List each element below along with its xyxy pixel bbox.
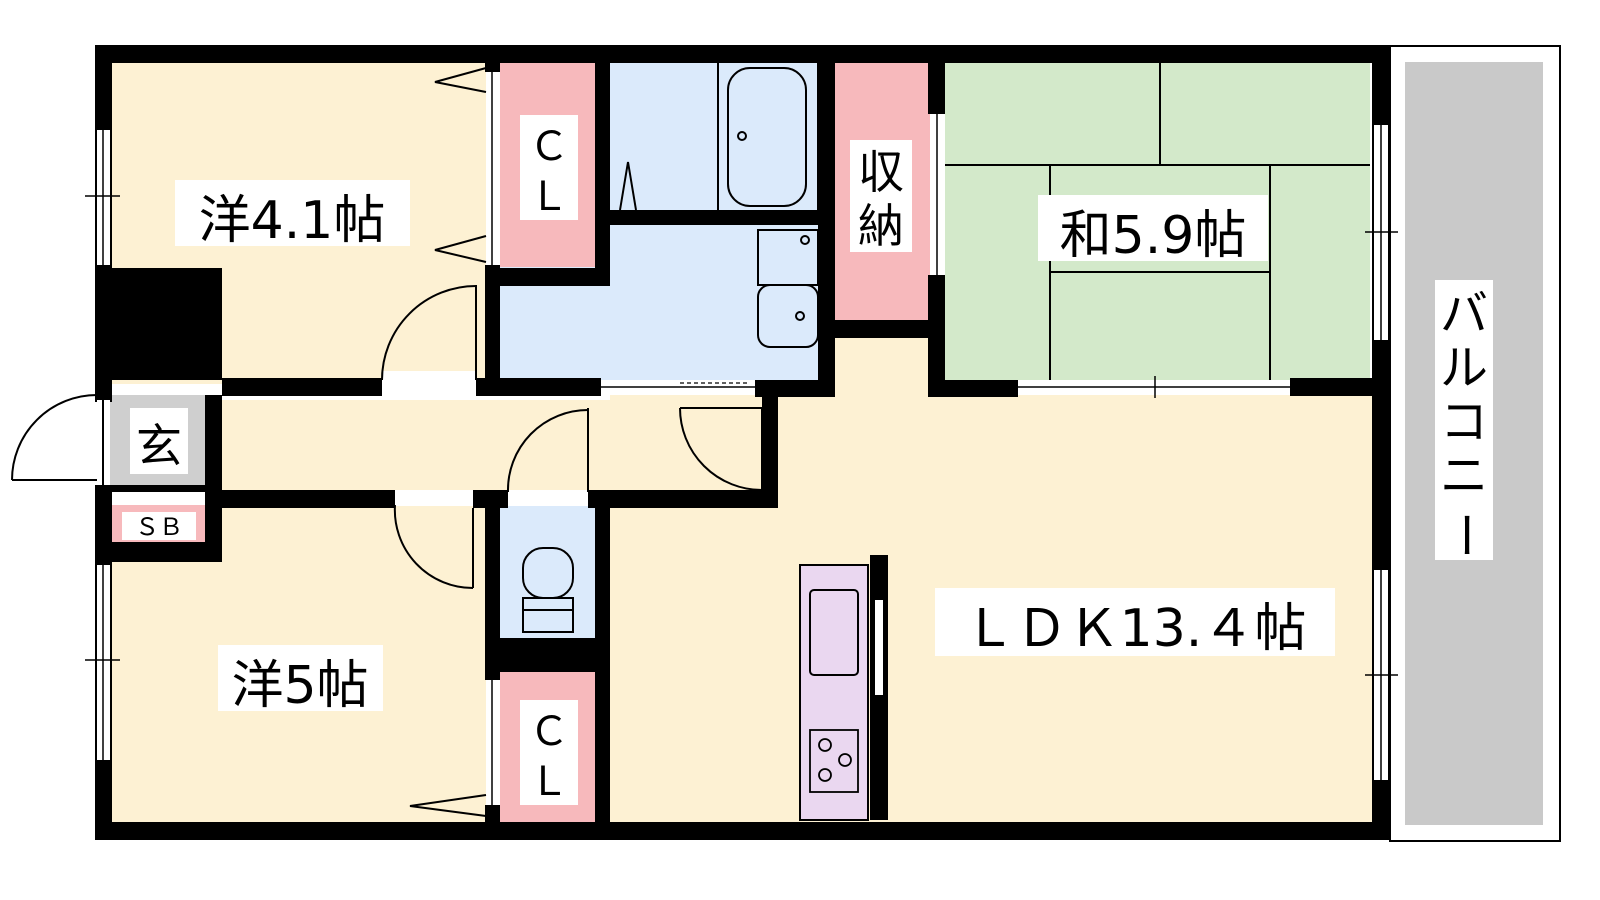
balcony-label-4: ニ xyxy=(1440,448,1488,504)
balcony xyxy=(1389,45,1561,842)
doors xyxy=(11,67,763,817)
balcony-label-3: コ xyxy=(1440,394,1488,450)
balcony-label-1: バ xyxy=(1440,286,1488,342)
windows xyxy=(85,114,1398,780)
closet-1-label-top: Ｃ xyxy=(529,124,569,170)
labels: 洋4.1帖 洋5帖 和5.9帖 ＬＤＫ13.４帖 玄 ＳＢ Ｃ Ｌ Ｃ Ｌ 収 … xyxy=(122,115,1493,805)
sink-icon xyxy=(809,589,859,676)
tatami-lines xyxy=(945,62,1370,380)
entrance-label: 玄 xyxy=(136,419,182,473)
stove-icon xyxy=(809,729,859,793)
shower-icon xyxy=(619,161,637,211)
japanese-room-label: 和5.9帖 xyxy=(1060,206,1247,266)
toilet-icon xyxy=(522,547,574,633)
closet-1-label-bottom: Ｌ xyxy=(529,174,569,220)
storage-label-bottom: 納 xyxy=(858,199,904,253)
balcony-label-5: ー xyxy=(1437,511,1493,559)
balcony-label-2: ル xyxy=(1440,340,1488,396)
shoebox-label: ＳＢ xyxy=(135,513,183,541)
kitchen-counter xyxy=(799,555,888,821)
toilet-floor xyxy=(500,505,595,640)
ldk-label: ＬＤＫ13.４帖 xyxy=(964,599,1307,659)
western-room-1-label: 洋4.1帖 xyxy=(199,191,386,251)
storage-label-top: 収 xyxy=(858,145,904,199)
closet-2-label-bottom: Ｌ xyxy=(529,759,569,805)
closet-2-label-top: Ｃ xyxy=(529,709,569,755)
western-room-2-label: 洋5帖 xyxy=(231,656,368,716)
bathroom-floor xyxy=(610,62,820,217)
